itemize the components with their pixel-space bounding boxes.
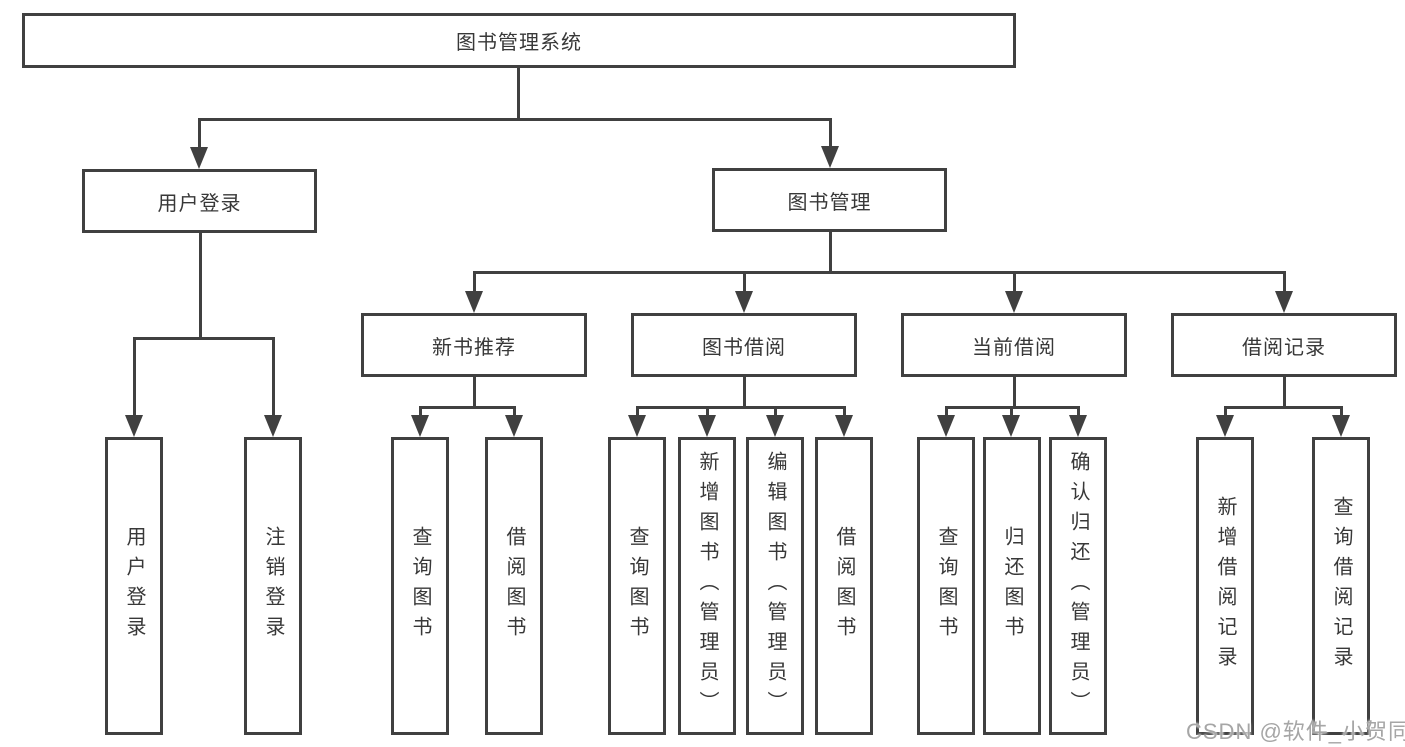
connector-drop-group [1283, 271, 1286, 295]
connector-drop-user-login [198, 118, 201, 150]
arrowhead-down-icon [264, 415, 282, 437]
node-leaf-add-book-admin: 新增图书（管理员） [678, 437, 736, 735]
node-label: 注销登录 [262, 526, 284, 646]
node-new-book-recommend: 新书推荐 [361, 313, 587, 377]
node-label: 图书管理 [787, 191, 872, 214]
arrowhead-down-icon [1216, 415, 1234, 437]
node-leaf-query-books-recommend: 查询图书 [391, 437, 449, 735]
node-label: 查询图书 [409, 526, 431, 646]
arrowhead-down-icon [465, 291, 483, 313]
node-label: 借阅图书 [833, 526, 855, 646]
node-label: 用户登录 [157, 192, 242, 215]
node-label: 查询借阅记录 [1330, 496, 1352, 676]
connector-login-trunk [199, 233, 202, 339]
arrowhead-down-icon [735, 291, 753, 313]
connector-drop-book-mgmt [829, 118, 832, 149]
node-leaf-confirm-return-admin: 确认归还（管理员） [1049, 437, 1107, 735]
connector-group1-rail [419, 406, 516, 409]
node-leaf-borrow-books: 借阅图书 [815, 437, 873, 735]
node-label: 图书借阅 [702, 336, 786, 359]
node-root: 图书管理系统 [22, 13, 1016, 68]
arrowhead-down-icon [766, 415, 784, 437]
node-label: 用户登录 [123, 526, 145, 646]
node-leaf-query-books-current: 查询图书 [917, 437, 975, 735]
node-label: 归还图书 [1001, 526, 1023, 646]
connector-drop-group [473, 271, 476, 295]
node-leaf-borrow-books-recommend: 借阅图书 [485, 437, 543, 735]
connector-drop-leaf [843, 406, 846, 419]
arrowhead-down-icon [1002, 415, 1020, 437]
node-label: 新增借阅记录 [1214, 496, 1236, 676]
arrowhead-down-icon [125, 415, 143, 437]
node-borrow-records: 借阅记录 [1171, 313, 1397, 377]
connector-drop-leaf [419, 406, 422, 419]
connector-drop-group [743, 271, 746, 295]
connector-drop-logout-leaf [272, 337, 275, 419]
connector-root-rail [198, 118, 832, 121]
connector-login-rail [133, 337, 275, 340]
arrowhead-down-icon [821, 146, 839, 168]
connector-group1-trunk [473, 377, 476, 408]
connector-drop-leaf [1010, 406, 1013, 419]
connector-group4-trunk [1283, 377, 1286, 408]
connector-root-trunk [517, 66, 520, 120]
connector-group3-trunk [1013, 377, 1016, 408]
arrowhead-down-icon [698, 415, 716, 437]
node-label: 新增图书（管理员） [696, 451, 718, 721]
arrowhead-down-icon [1005, 291, 1023, 313]
connector-drop-leaf [945, 406, 948, 419]
arrowhead-down-icon [1069, 415, 1087, 437]
arrowhead-down-icon [1275, 291, 1293, 313]
csdn-watermark: CSDN @软件_小贺同学 [1186, 719, 1405, 744]
node-label: 查询图书 [935, 526, 957, 646]
node-leaf-user-login: 用户登录 [105, 437, 163, 735]
connector-group2-trunk [743, 377, 746, 408]
connector-group4-rail [1224, 406, 1343, 409]
node-label: 当前借阅 [972, 336, 1056, 359]
arrowhead-down-icon [835, 415, 853, 437]
arrowhead-down-icon [411, 415, 429, 437]
arrowhead-down-icon [190, 147, 208, 169]
node-label: 新书推荐 [432, 336, 516, 359]
connector-drop-leaf [1340, 406, 1343, 419]
connector-drop-login-leaf [133, 337, 136, 419]
node-book-management: 图书管理 [712, 168, 947, 232]
node-label: 编辑图书（管理员） [764, 451, 786, 721]
connector-drop-leaf [706, 406, 709, 419]
connector-drop-leaf [1224, 406, 1227, 419]
node-leaf-query-borrow-record: 查询借阅记录 [1312, 437, 1370, 735]
arrowhead-down-icon [628, 415, 646, 437]
node-leaf-query-books-borrow: 查询图书 [608, 437, 666, 735]
connector-group2-rail [636, 406, 846, 409]
node-label: 查询图书 [626, 526, 648, 646]
node-leaf-edit-book-admin: 编辑图书（管理员） [746, 437, 804, 735]
connector-mgmt-trunk [829, 232, 832, 274]
connector-drop-group [1013, 271, 1016, 295]
connector-drop-leaf [513, 406, 516, 419]
node-current-borrow: 当前借阅 [901, 313, 1127, 377]
node-leaf-return-books: 归还图书 [983, 437, 1041, 735]
node-label: 借阅记录 [1242, 336, 1326, 359]
connector-drop-leaf [1077, 406, 1080, 419]
node-label: 借阅图书 [503, 526, 525, 646]
node-user-login: 用户登录 [82, 169, 317, 233]
connector-drop-leaf [636, 406, 639, 419]
arrowhead-down-icon [937, 415, 955, 437]
node-root-label: 图书管理系统 [456, 32, 582, 54]
arrowhead-down-icon [1332, 415, 1350, 437]
node-book-borrow: 图书借阅 [631, 313, 857, 377]
arrowhead-down-icon [505, 415, 523, 437]
node-leaf-logout: 注销登录 [244, 437, 302, 735]
node-leaf-add-borrow-record: 新增借阅记录 [1196, 437, 1254, 735]
node-label: 确认归还（管理员） [1067, 451, 1089, 721]
connector-mgmt-rail [473, 271, 1286, 274]
connector-drop-leaf [774, 406, 777, 419]
